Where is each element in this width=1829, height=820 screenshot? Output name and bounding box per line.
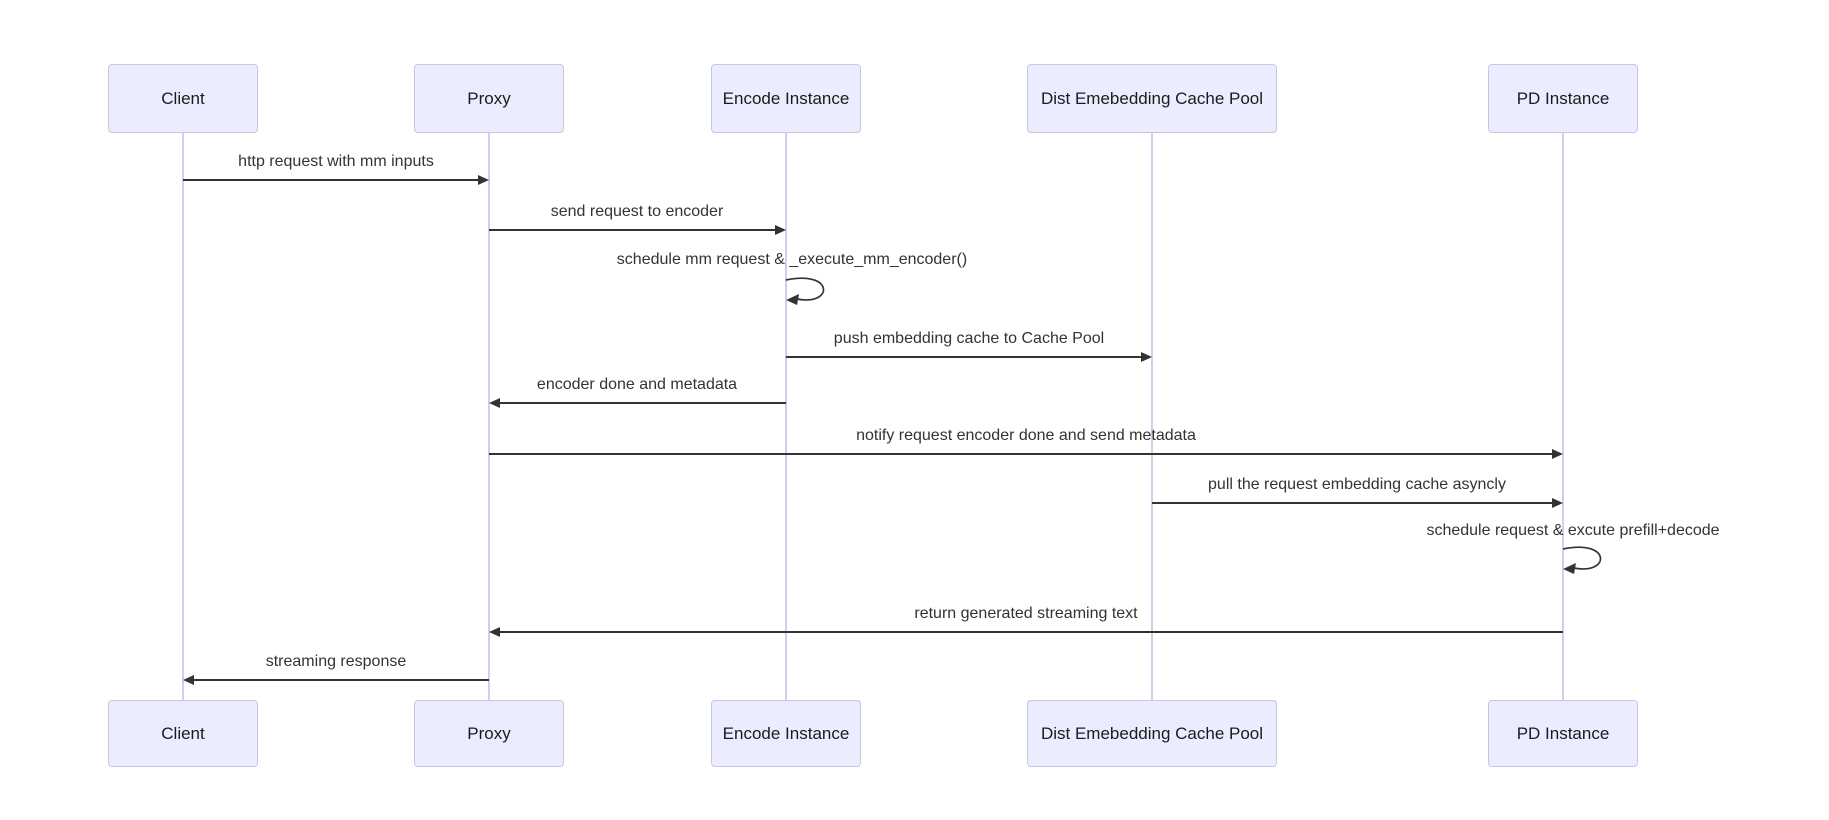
message-line — [1152, 502, 1553, 504]
message-line — [194, 679, 489, 681]
actor-encode-instance-bottom: Encode Instance — [711, 700, 861, 767]
message-line — [500, 631, 1563, 633]
message-line — [500, 402, 786, 404]
actor-label: PD Instance — [1516, 88, 1610, 108]
actor-client-top: Client — [108, 64, 258, 133]
actor-pd-instance-bottom: PD Instance — [1488, 700, 1638, 767]
actor-proxy-top: Proxy — [414, 64, 564, 133]
arrowhead-icon — [1141, 352, 1152, 362]
arrowhead-icon — [1552, 449, 1563, 459]
message-label: return generated streaming text — [914, 605, 1138, 622]
actor-proxy-bottom: Proxy — [414, 700, 564, 767]
message-label: http request with mm inputs — [238, 153, 434, 170]
message-label: schedule mm request & _execute_mm_encode… — [616, 251, 968, 268]
arrowhead-icon — [489, 627, 500, 637]
message-line — [489, 453, 1553, 455]
actor-encode-instance-top: Encode Instance — [711, 64, 861, 133]
message-label: encoder done and metadata — [536, 376, 738, 393]
actor-dist-embedding-cache-pool-top: Dist Emebedding Cache Pool — [1027, 64, 1277, 133]
self-loop-arrow — [1562, 546, 1602, 574]
message-label: schedule request & excute prefill+decode — [1426, 522, 1720, 539]
lifeline-dist-embedding-cache-pool — [1151, 133, 1153, 700]
arrowhead-icon — [183, 675, 194, 685]
actor-label: PD Instance — [1516, 723, 1610, 743]
message-label: push embedding cache to Cache Pool — [833, 330, 1105, 347]
arrowhead-icon — [489, 398, 500, 408]
actor-label: Client — [161, 88, 205, 108]
actor-label: Proxy — [467, 723, 511, 743]
actor-label: Dist Emebedding Cache Pool — [1040, 88, 1264, 108]
actor-client-bottom: Client — [108, 700, 258, 767]
actor-label: Proxy — [467, 88, 511, 108]
lifeline-client — [182, 133, 184, 700]
message-label: streaming response — [265, 653, 407, 670]
message-line — [183, 179, 479, 181]
message-label: send request to encoder — [550, 203, 724, 220]
self-loop-arrow — [785, 277, 825, 305]
actor-pd-instance-top: PD Instance — [1488, 64, 1638, 133]
actor-label: Client — [161, 723, 205, 743]
arrowhead-icon — [775, 225, 786, 235]
lifeline-proxy — [488, 133, 490, 700]
actor-dist-embedding-cache-pool-bottom: Dist Emebedding Cache Pool — [1027, 700, 1277, 767]
lifeline-pd-instance — [1562, 133, 1564, 700]
message-label: pull the request embedding cache asyncly — [1208, 476, 1506, 493]
arrowhead-icon — [1552, 498, 1563, 508]
lifeline-encode-instance — [785, 133, 787, 700]
actor-label: Dist Emebedding Cache Pool — [1040, 723, 1264, 743]
message-line — [786, 356, 1142, 358]
message-label: notify request encoder done and send met… — [856, 427, 1196, 444]
actor-label: Encode Instance — [722, 723, 850, 743]
arrowhead-icon — [478, 175, 489, 185]
actor-label: Encode Instance — [722, 88, 850, 108]
message-line — [489, 229, 776, 231]
